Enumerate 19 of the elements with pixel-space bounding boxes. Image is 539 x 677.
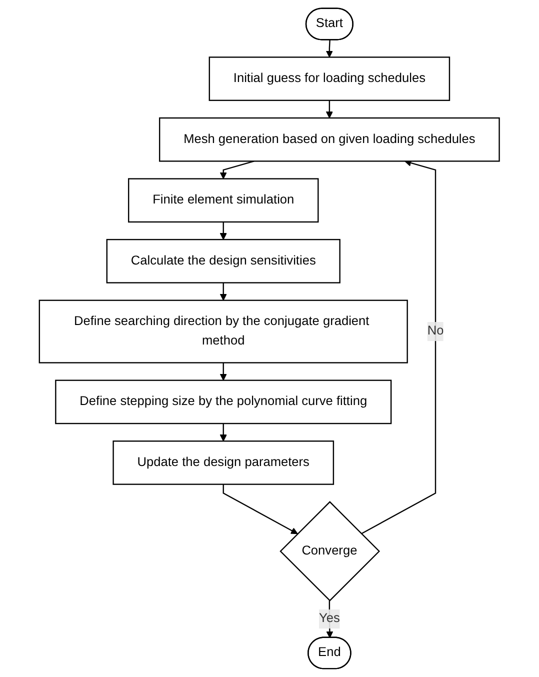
node-box: Initial guess for loading schedules bbox=[208, 56, 450, 101]
node-box: Calculate the design sensitivities bbox=[106, 238, 341, 284]
arrow bbox=[220, 362, 228, 381]
node-diamond: Converge bbox=[280, 501, 380, 602]
edge-label: No bbox=[427, 324, 444, 338]
node-box: Define searching direction by the conjugate gradient method bbox=[38, 300, 408, 364]
arrow bbox=[220, 424, 228, 442]
arrow bbox=[220, 160, 254, 180]
arrow bbox=[361, 160, 436, 534]
arrow bbox=[220, 222, 228, 240]
node-box: Mesh generation based on given loading schedules bbox=[159, 117, 500, 162]
node-box: Define stepping size by the polynomial curve fitting bbox=[55, 380, 392, 424]
edge-label: Yes bbox=[319, 612, 340, 626]
node-box: Update the design parameters bbox=[112, 440, 334, 485]
node-box: Finite element simulation bbox=[128, 178, 319, 223]
arrow bbox=[220, 282, 228, 301]
arrow bbox=[326, 40, 334, 58]
arrow bbox=[326, 100, 334, 118]
arrow bbox=[222, 484, 298, 534]
